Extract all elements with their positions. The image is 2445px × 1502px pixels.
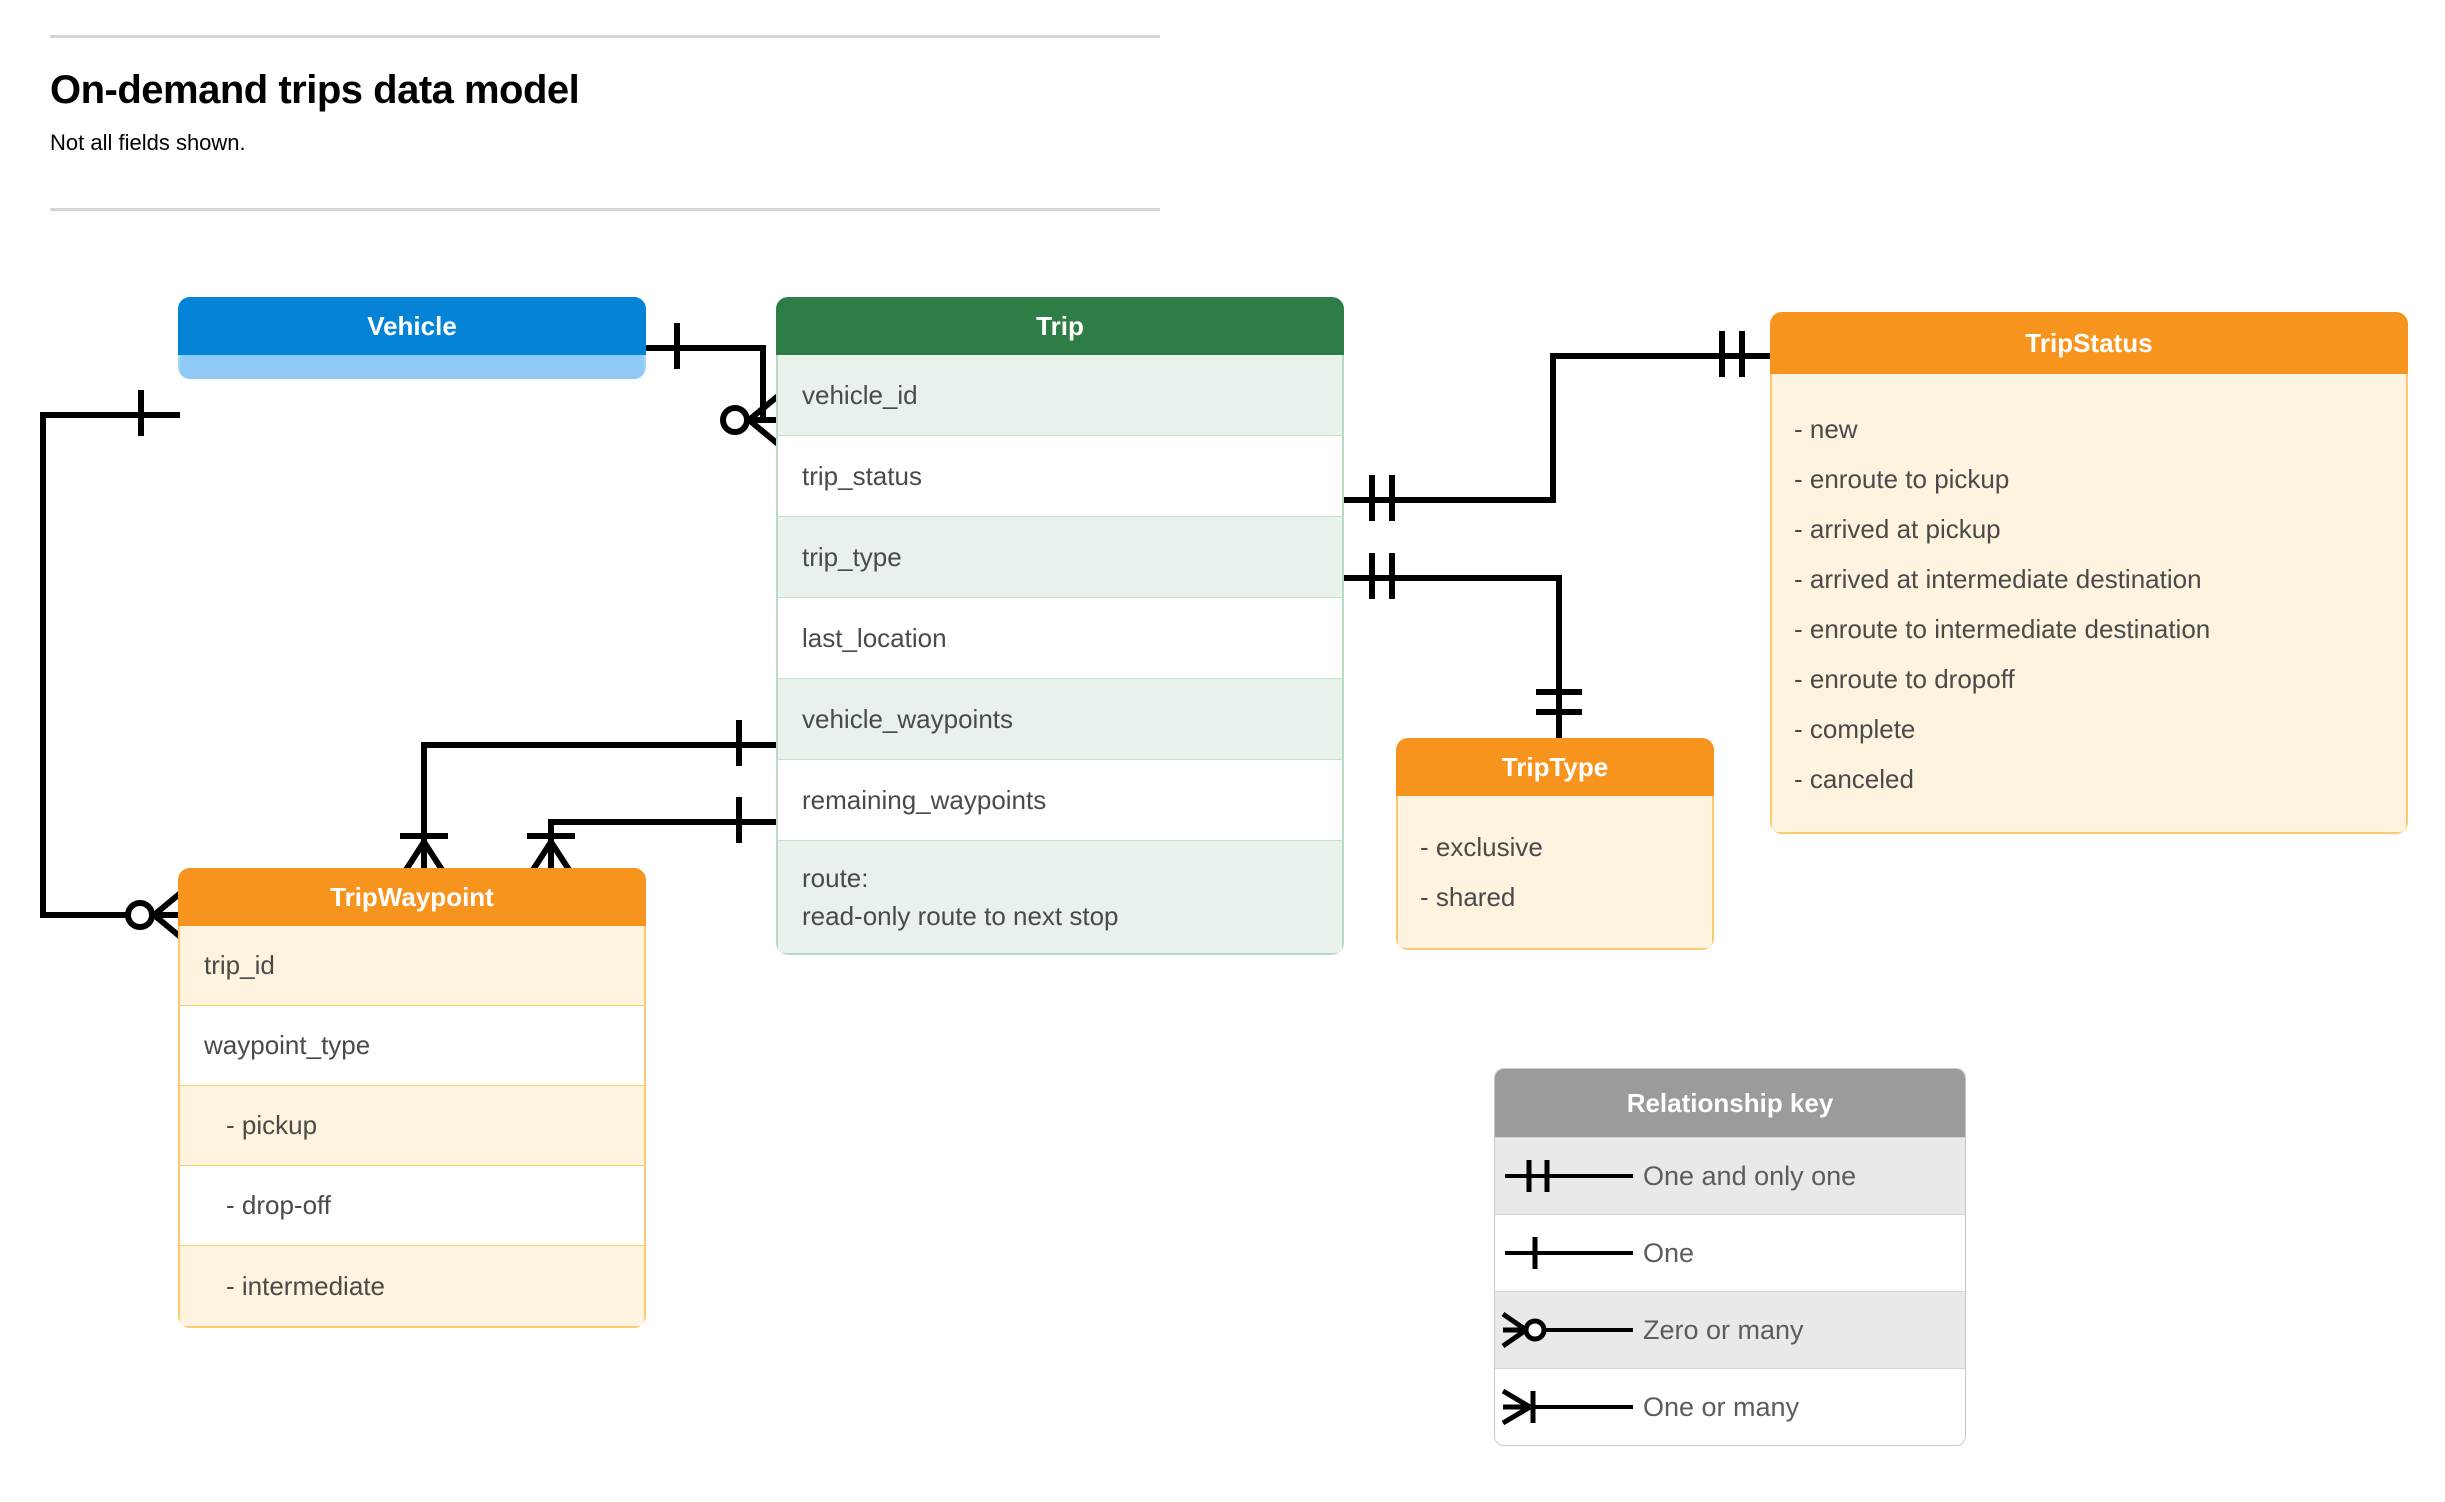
entity-triptype[interactable]: TripType - exclusive - shared	[1396, 738, 1714, 950]
one-icon	[1495, 1215, 1643, 1291]
legend-row-zero-or-many: Zero or many	[1495, 1291, 1965, 1368]
entity-tripstatus[interactable]: TripStatus - new - enroute to pickup - a…	[1770, 312, 2408, 834]
entity-triptype-body: - exclusive - shared	[1396, 796, 1714, 950]
connector-vehicle-trip-seg1	[646, 345, 766, 351]
connector-remainingwaypoints-seg1	[548, 819, 776, 825]
legend-label-one-or-many: One or many	[1643, 1391, 1800, 1422]
field-trip-route-line1: route:	[802, 863, 869, 893]
card-one-trip-vehiclewaypoints-icon	[736, 720, 742, 766]
entity-vehicle[interactable]: Vehicle Waypoints last_location	[178, 297, 646, 379]
card-one-and-only-one-tripstatus-icon	[1719, 331, 1745, 377]
entity-vehicle-title: Vehicle	[178, 297, 646, 355]
connector-triptype-seg1	[1344, 575, 1562, 581]
field-tripwaypoint-trip-id[interactable]: trip_id	[180, 926, 644, 1006]
field-trip-route[interactable]: route: read-only route to next stop	[778, 841, 1342, 953]
legend-label-zero-or-many: Zero or many	[1643, 1314, 1804, 1345]
card-one-trip-remainingwaypoints-icon	[736, 797, 742, 843]
connector-vehicle-trip-seg2	[760, 345, 766, 420]
relationship-key-legend: Relationship key One and only one One	[1494, 1068, 1966, 1446]
connector-vehicle-waypoints-seg3	[40, 912, 140, 918]
field-tripwaypoint-drop-off[interactable]: - drop-off	[180, 1166, 644, 1246]
entity-trip-body: vehicle_id trip_status trip_type last_lo…	[776, 355, 1344, 955]
entity-triptype-title: TripType	[1396, 738, 1714, 796]
triptype-item-exclusive: - exclusive	[1420, 831, 1543, 862]
legend-row-one-or-many: One or many	[1495, 1368, 1965, 1445]
entity-tripwaypoint-title: TripWaypoint	[178, 868, 646, 926]
header-divider-bottom	[50, 208, 1160, 211]
card-one-and-only-one-trip-status-icon	[1369, 475, 1395, 521]
zero-or-many-icon	[1495, 1292, 1643, 1368]
entity-tripstatus-title: TripStatus	[1770, 312, 2408, 374]
field-trip-last-location[interactable]: last_location	[778, 598, 1342, 679]
connector-vehicle-waypoints-seg2	[40, 412, 46, 918]
field-tripwaypoint-waypoint-type[interactable]: waypoint_type	[180, 1006, 644, 1086]
legend-title: Relationship key	[1495, 1069, 1965, 1137]
connector-tripstatus-seg2	[1550, 353, 1556, 503]
page-subtitle: Not all fields shown.	[50, 130, 246, 155]
tripstatus-item-canceled: - canceled	[1794, 764, 1914, 794]
tripstatus-item-enroute-to-pickup: - enroute to pickup	[1794, 464, 2010, 494]
field-vehicle-waypoints[interactable]: Waypoints	[180, 355, 644, 379]
field-trip-vehicle-id[interactable]: vehicle_id	[778, 355, 1342, 436]
entity-trip-title: Trip	[776, 297, 1344, 355]
tripstatus-item-enroute-to-dropoff: - enroute to dropoff	[1794, 664, 2015, 694]
entity-tripwaypoint[interactable]: TripWaypoint trip_id waypoint_type - pic…	[178, 868, 646, 1328]
connector-vehiclewaypoints-seg1	[421, 742, 776, 748]
card-one-and-only-one-triptype-icon	[1536, 689, 1582, 715]
entity-tripstatus-body: - new - enroute to pickup - arrived at p…	[1770, 374, 2408, 834]
page-title: On-demand trips data model	[50, 68, 580, 112]
card-zero-or-many-trip-vehicleid-icon	[720, 393, 780, 447]
entity-tripwaypoint-body: trip_id waypoint_type - pickup - drop-of…	[178, 926, 646, 1328]
field-trip-trip-type[interactable]: trip_type	[778, 517, 1342, 598]
entity-trip[interactable]: Trip vehicle_id trip_status trip_type la…	[776, 297, 1344, 955]
tripstatus-item-enroute-to-intermediate-destination: - enroute to intermediate destination	[1794, 614, 2211, 644]
field-trip-trip-status[interactable]: trip_status	[778, 436, 1342, 517]
field-trip-vehicle-waypoints[interactable]: vehicle_waypoints	[778, 679, 1342, 760]
legend-row-one-and-only-one: One and only one	[1495, 1137, 1965, 1214]
legend-row-one: One	[1495, 1214, 1965, 1291]
tripstatus-item-new: - new	[1794, 414, 1858, 444]
card-one-and-only-one-trip-type-icon	[1369, 553, 1395, 599]
legend-label-one: One	[1643, 1237, 1695, 1268]
field-trip-route-line2: read-only route to next stop	[802, 901, 1119, 932]
entity-vehicle-body: Waypoints last_location	[178, 355, 646, 379]
connector-tripstatus-seg1	[1344, 497, 1556, 503]
card-one-vehicle-icon	[674, 323, 680, 369]
tripstatus-item-arrived-at-intermediate-destination: - arrived at intermediate destination	[1794, 564, 2202, 594]
header-divider-top	[50, 35, 1160, 38]
connector-vehicle-waypoints-seg1	[40, 412, 180, 418]
legend-label-one-and-only-one: One and only one	[1643, 1160, 1857, 1191]
tripstatus-item-arrived-at-pickup: - arrived at pickup	[1794, 514, 2001, 544]
tripstatus-item-complete: - complete	[1794, 714, 1916, 744]
field-tripwaypoint-intermediate[interactable]: - intermediate	[180, 1246, 644, 1326]
one-or-many-icon	[1495, 1369, 1643, 1445]
field-trip-remaining-waypoints[interactable]: remaining_waypoints	[778, 760, 1342, 841]
field-tripwaypoint-pickup[interactable]: - pickup	[180, 1086, 644, 1166]
connector-vehiclewaypoints-seg2	[421, 742, 427, 852]
card-one-vehicle-waypoints-icon	[138, 390, 144, 436]
connector-triptype-seg2	[1556, 575, 1562, 740]
triptype-item-shared: - shared	[1420, 881, 1516, 912]
connector-tripstatus-seg3	[1550, 353, 1772, 359]
one-and-only-one-icon	[1495, 1138, 1643, 1214]
